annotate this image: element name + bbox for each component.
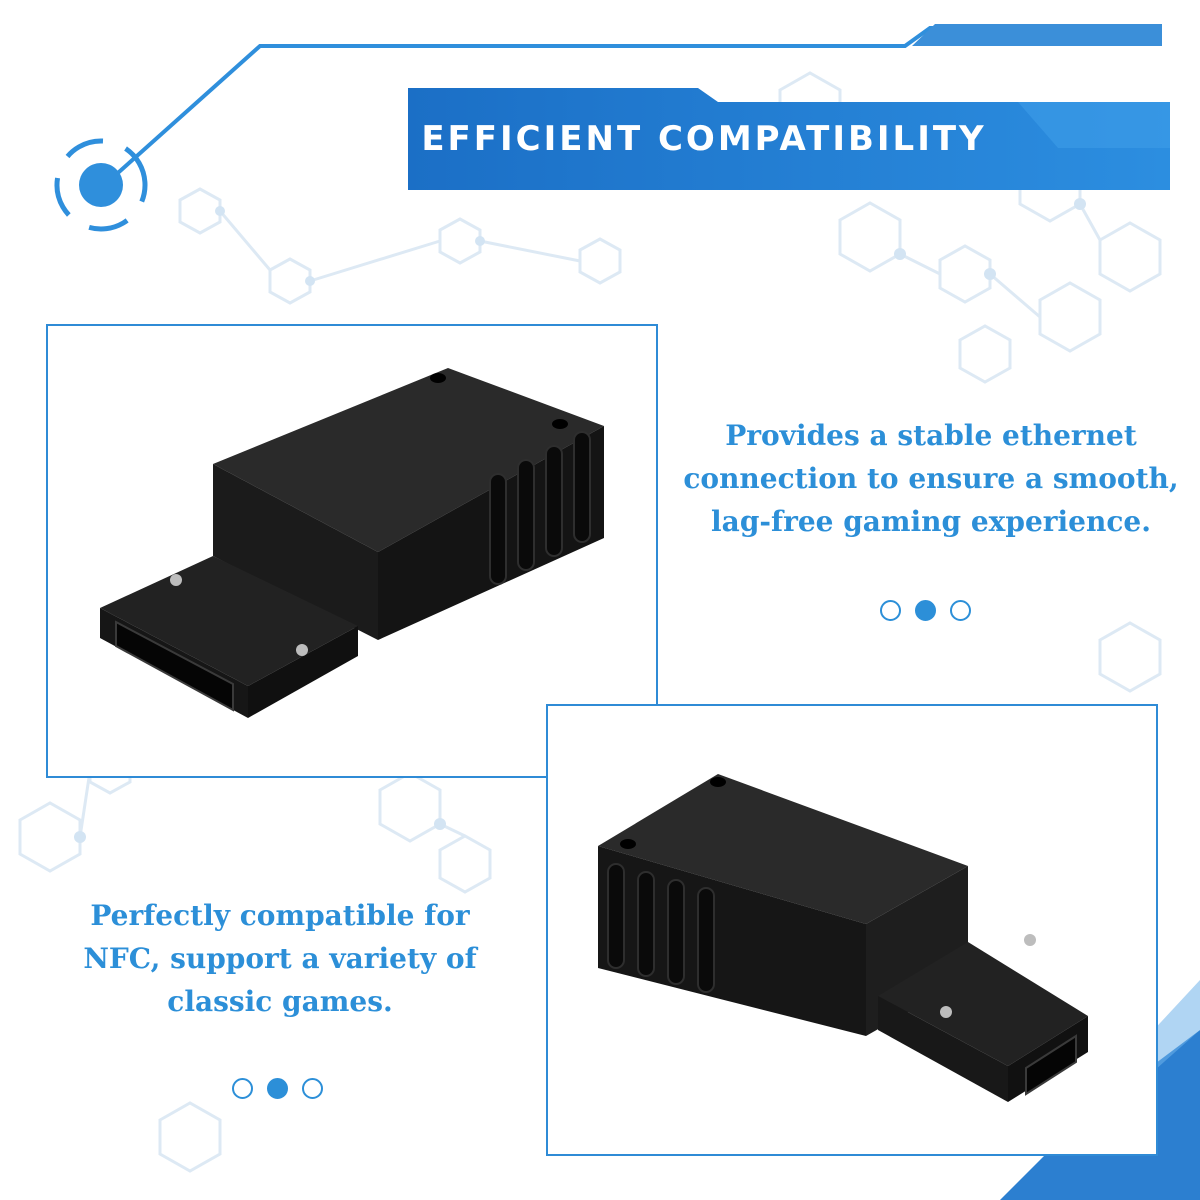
feature-caption-nfc: Perfectly compatible for NFC, support a … [83,899,477,1018]
product-image-frame-2 [546,704,1158,1156]
pager-dot[interactable] [880,600,901,621]
product-image-frame-1 [46,324,658,778]
adapter-device-image-2 [598,774,1088,1102]
title-banner: Efficient Compatibility [408,88,1170,190]
pager-dot[interactable] [950,600,971,621]
target-dot-icon [54,138,148,232]
pager-dots-1 [880,600,971,621]
feature-caption-ethernet: Provides a stable ethernet connection to… [683,419,1179,538]
adapter-device-image-1 [100,368,604,718]
pager-dot-active[interactable] [915,600,936,621]
banner-title: Efficient Compatibility [421,119,987,159]
pager-dot[interactable] [232,1078,253,1099]
banner-shape [408,88,1170,190]
pager-dot-active[interactable] [267,1078,288,1099]
pager-dots-2 [232,1078,323,1099]
pager-dot[interactable] [302,1078,323,1099]
